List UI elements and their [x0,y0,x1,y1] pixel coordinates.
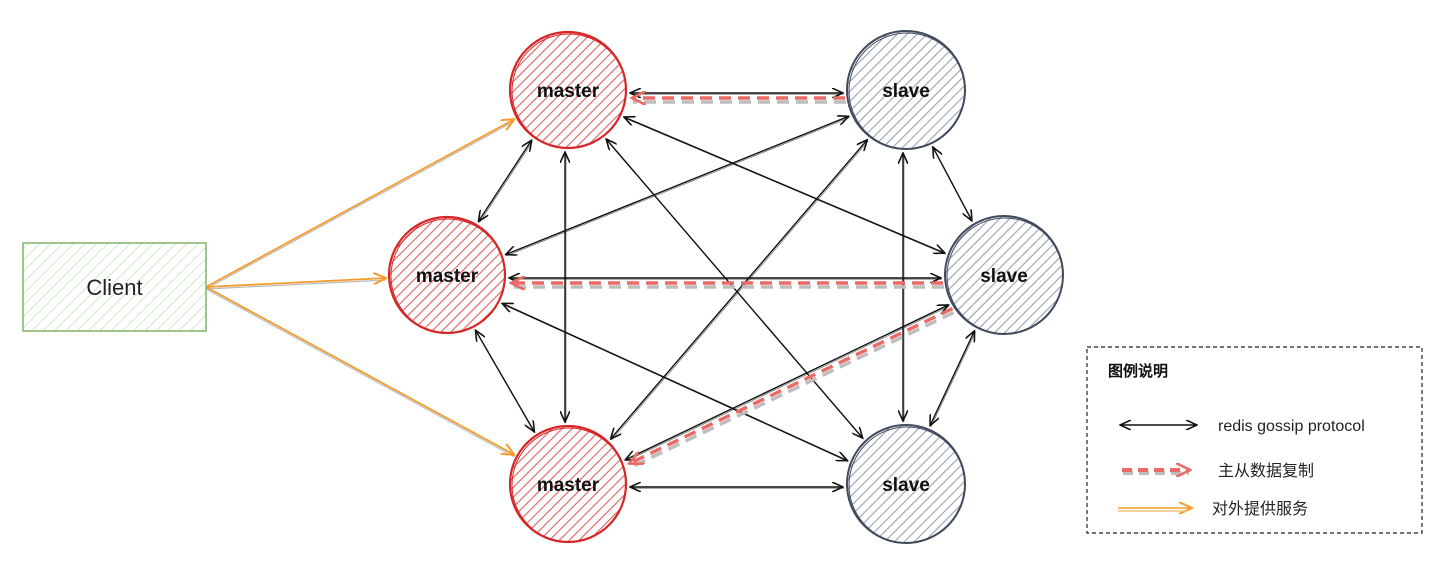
master-node-2: master [387,215,507,335]
gossip-edge-m3-s2 [625,305,948,460]
legend-gossip-label: redis gossip protocol [1218,418,1365,435]
service-edges [205,119,515,458]
gossip-edge-m3-s1 [611,140,868,439]
slave-label: slave [882,81,930,102]
client-node: Client [22,242,207,332]
service-edge-m1 [205,119,514,288]
client-label: Client [86,275,142,300]
gossip-edge-sketch-m3-s1 [611,140,869,441]
slave-node-1: slave [846,30,966,150]
gossip-edge-sketch-m1-m2 [479,141,533,223]
service-edge-m3 [205,286,514,455]
gossip-edge-m1-m2 [478,140,531,221]
replication-edge-shadow-s2-m3 [629,311,955,470]
master-label: master [416,266,479,287]
slave-node-3: slave [846,424,966,544]
service-edge-m2 [205,278,386,288]
slave-label: slave [882,475,930,496]
gossip-edge-s2-s3 [930,331,975,426]
legend-service-label: 对外提供服务 [1212,500,1308,518]
master-label: master [537,475,600,496]
replication-edges [511,98,955,470]
gossip-edge-sketch-m3-s2 [626,305,950,462]
legend-item-gossip: redis gossip protocol [1120,418,1365,435]
master-node-3: master [508,424,628,544]
gossip-edge-sketch-m2-m3 [476,331,536,434]
gossip-edge-sketch-s1-s2 [933,148,974,223]
legend-item-service: 对外提供服务 [1118,500,1308,518]
gossip-edge-sketch-s2-s3 [930,331,976,428]
legend-replication-label: 主从数据复制 [1218,462,1314,480]
master-node-1: master [508,30,628,150]
gossip-edge-s1-s2 [933,147,972,221]
service-edge-shadow-m3 [205,288,515,458]
slave-node-2: slave [944,215,1064,335]
legend-item-replication: 主从数据复制 [1122,462,1314,480]
gossip-edge-sketch-m1-s3 [606,140,864,440]
service-edge-shadow-m2 [205,279,387,290]
replication-edge-s2-m3 [629,307,954,466]
slave-label: slave [980,266,1028,287]
gossip-edges [475,93,976,488]
master-label: master [537,81,600,102]
legend: 图例说明 redis gossip protocol 主从数据复制 对外提供服务 [1086,346,1423,534]
service-edge-shadow-m1 [205,120,515,290]
legend-title: 图例说明 [1108,362,1168,380]
